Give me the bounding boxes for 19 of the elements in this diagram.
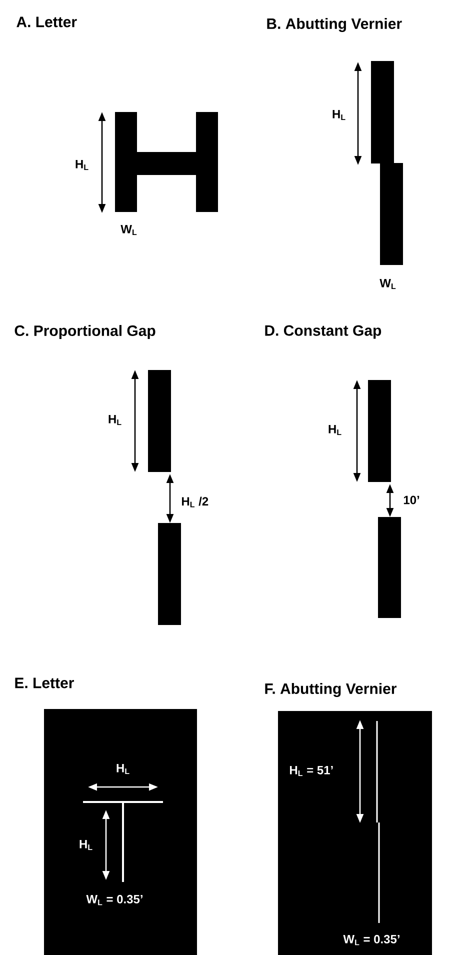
dimension-label: W$_{L}$	[120, 224, 137, 236]
dimension-label: H$_{L}$ = 51’	[290, 766, 333, 776]
dimension-label: H$_{L}$	[80, 840, 92, 850]
dimension-label: H$_{L}$ /2	[182, 496, 208, 508]
dimension-label: H$_{L}$	[108, 414, 122, 426]
dimension-label: W$_{L}$ = 0.35’	[86, 894, 142, 906]
dimension-label: H$_{L}$	[76, 160, 88, 170]
dimension-label: W$_{L}$ = 0.35’	[343, 934, 400, 946]
panel-title: A. Letter	[16, 16, 77, 28]
dimension-label: 10’	[404, 496, 420, 504]
dimension-label: H$_{L}$	[332, 110, 346, 120]
panel-title: C. Proportional Gap	[14, 325, 156, 339]
panel-title: E. Letter	[15, 678, 74, 688]
panel-title: B. Abutting Vernier	[267, 18, 402, 32]
dimension-label: H$_{L}$	[116, 764, 130, 774]
panel-title: D. Constant Gap	[265, 325, 382, 339]
panel-title: F. Abutting Vernier	[265, 682, 396, 698]
dimension-label: H$_{L}$	[328, 424, 342, 436]
dimension-label: W$_{L}$	[380, 278, 396, 290]
